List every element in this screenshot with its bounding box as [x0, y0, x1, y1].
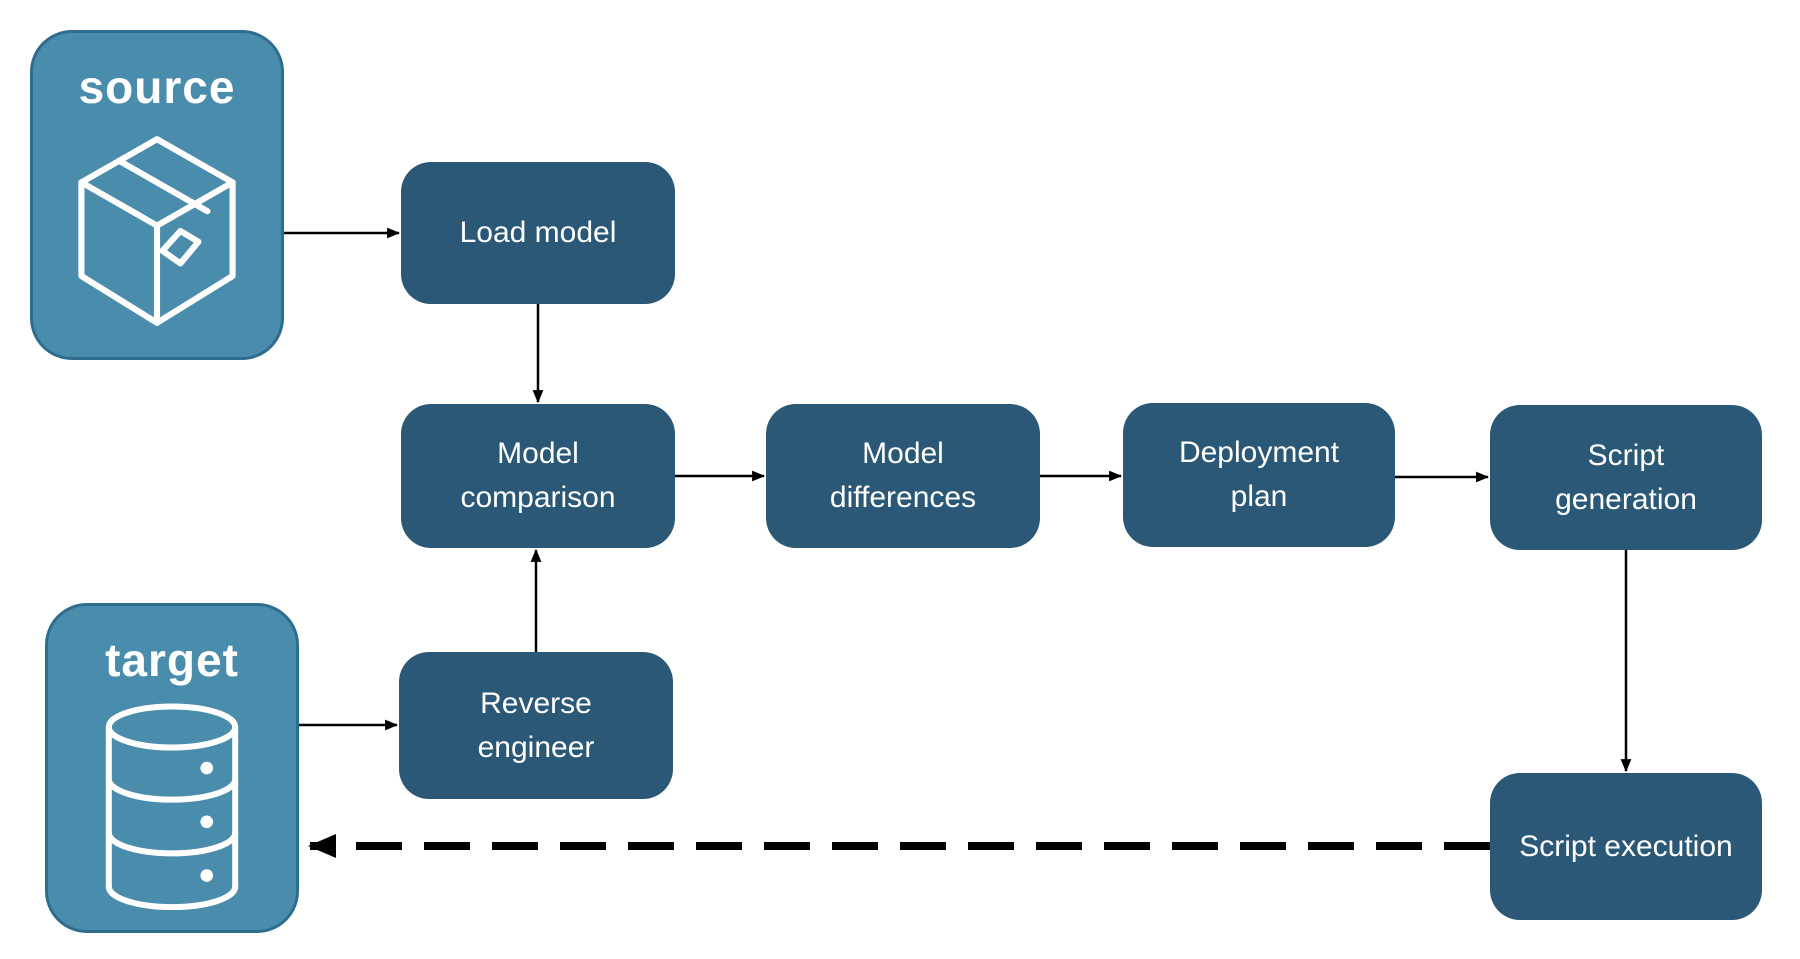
model-differences-label: Model differences — [829, 437, 977, 514]
node-script-generation: Script generation — [1490, 405, 1762, 550]
node-load-model: Load model — [401, 162, 675, 304]
node-model-comparison: Model comparison — [401, 404, 675, 548]
model-comparison-label: Model comparison — [460, 437, 616, 514]
node-reverse-engineer: Reverse engineer — [399, 652, 673, 799]
node-model-differences: Model differences — [766, 404, 1040, 548]
target-label: target — [105, 634, 239, 686]
load-model-label: Load model — [459, 216, 617, 249]
node-source: source — [30, 30, 284, 360]
node-deployment-plan: Deployment plan — [1123, 403, 1395, 547]
script-execution-label: Script execution — [1519, 829, 1733, 863]
reverse-engineer-label: Reverse engineer — [477, 686, 595, 764]
package-icon — [78, 136, 236, 326]
node-script-execution: Script execution — [1490, 773, 1762, 920]
database-icon — [105, 703, 239, 910]
deployment-plan-label: Deployment plan — [1178, 436, 1340, 513]
script-generation-label: Script generation — [1555, 438, 1697, 516]
node-target: target — [45, 603, 299, 933]
source-label: source — [78, 61, 236, 113]
